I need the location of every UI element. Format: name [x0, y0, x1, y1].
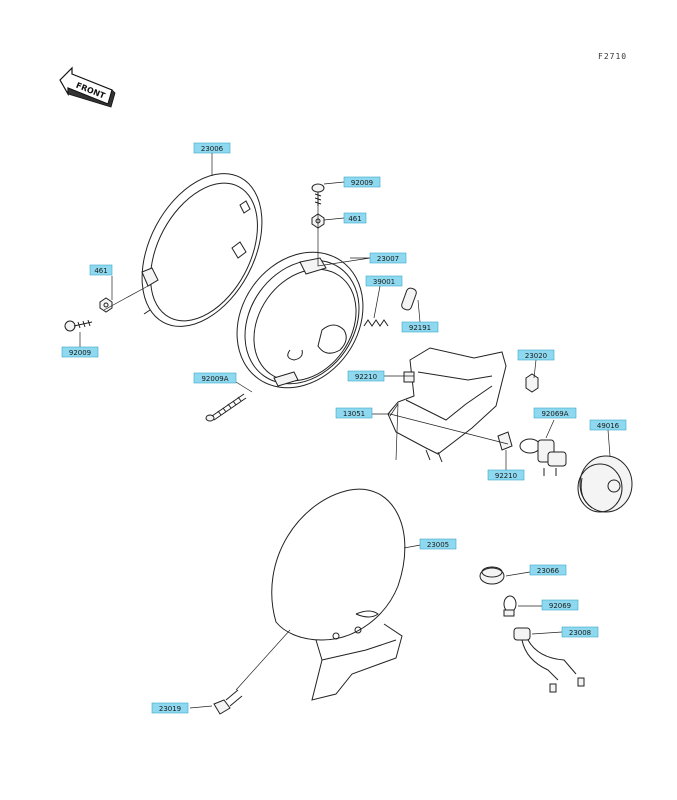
svg-text:92210: 92210: [355, 373, 377, 381]
callout-92069A[interactable]: 92069A: [533, 407, 577, 419]
svg-text:23006: 23006: [201, 145, 224, 153]
callout-461-left[interactable]: 461: [89, 264, 113, 276]
leader-lines: [79, 152, 611, 709]
housing-ring: [236, 251, 364, 389]
callout-39001[interactable]: 39001: [365, 275, 403, 287]
svg-text:23066: 23066: [537, 567, 560, 575]
svg-text:23019: 23019: [159, 705, 181, 713]
svg-text:39001: 39001: [373, 278, 395, 286]
svg-text:92009: 92009: [351, 179, 373, 187]
screw-left: [64, 319, 93, 332]
callout-92210-lower[interactable]: 92210: [487, 469, 525, 481]
callout-23008[interactable]: 23008: [561, 626, 599, 638]
mount-bolt: [213, 689, 243, 715]
dust-cap: [577, 455, 633, 513]
svg-text:92191: 92191: [409, 324, 431, 332]
socket-small: [525, 373, 539, 393]
callout-23007[interactable]: 23007: [369, 252, 407, 264]
svg-text:49016: 49016: [597, 422, 620, 430]
callout-461-top[interactable]: 461: [343, 212, 367, 224]
callout-92210-upper[interactable]: 92210: [347, 370, 385, 382]
bulb: [519, 438, 567, 476]
callout-92069[interactable]: 92069: [541, 599, 579, 611]
svg-text:23005: 23005: [427, 541, 449, 549]
callout-92009-left[interactable]: 92009: [61, 346, 99, 358]
adjusting-screw: [205, 393, 247, 422]
clip-lower: [497, 431, 513, 451]
svg-text:92210: 92210: [495, 472, 517, 480]
collar: [401, 287, 417, 311]
callout-49016[interactable]: 49016: [589, 419, 627, 431]
callout-23020[interactable]: 23020: [517, 349, 555, 361]
svg-text:461: 461: [94, 267, 107, 275]
rim-ring: [141, 173, 263, 327]
svg-text:92009A: 92009A: [201, 375, 228, 383]
washer-left: [99, 297, 113, 313]
callout-92191[interactable]: 92191: [401, 321, 439, 333]
callout-23066[interactable]: 23066: [529, 564, 567, 576]
svg-text:23007: 23007: [377, 255, 399, 263]
spring: [363, 319, 389, 327]
callout-92009-top[interactable]: 92009: [343, 176, 381, 188]
svg-text:13051: 13051: [343, 410, 365, 418]
callout-23005[interactable]: 23005: [419, 538, 457, 550]
grommet: [479, 566, 505, 585]
headlight-shell: [271, 488, 406, 701]
svg-text:461: 461: [348, 215, 361, 223]
svg-text:92069: 92069: [549, 602, 571, 610]
bracket: [387, 347, 507, 463]
bulb-socket: [513, 627, 585, 693]
small-bulb: [503, 595, 517, 617]
callout-23006[interactable]: 23006: [193, 142, 231, 154]
svg-text:92069A: 92069A: [541, 410, 568, 418]
front-arrow-icon: FRONT: [59, 66, 116, 108]
figure-code: F2710: [598, 52, 628, 61]
svg-text:23020: 23020: [525, 352, 547, 360]
callout-92009A[interactable]: 92009A: [193, 372, 237, 384]
svg-text:23008: 23008: [569, 629, 591, 637]
callout-13051[interactable]: 13051: [335, 407, 373, 419]
callout-23019[interactable]: 23019: [151, 702, 189, 714]
screw-top: [311, 183, 325, 206]
svg-text:92009: 92009: [69, 349, 91, 357]
